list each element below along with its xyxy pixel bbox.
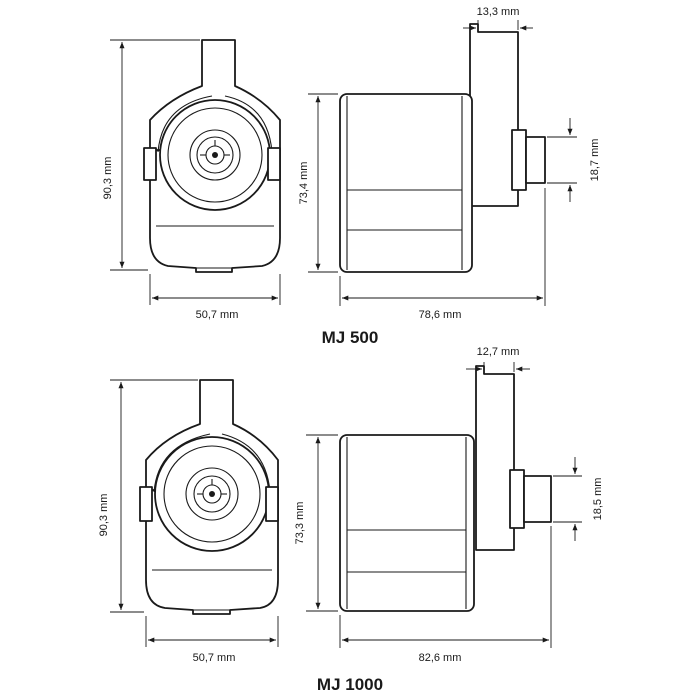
mj500-side-length-label: 78,6 mm <box>419 309 462 321</box>
mj500-front-view <box>143 39 281 273</box>
diagram-mj1000: 90,3 mm 50,7 mm 73,3 mm 82,6 <box>98 346 604 694</box>
mj500-front-height-label: 90,3 mm <box>102 157 114 200</box>
mj500-bracket-width-label: 13,3 mm <box>477 6 520 18</box>
mj1000-bracket-width-label: 12,7 mm <box>477 346 520 358</box>
mj1000-model-title: MJ 1000 <box>317 675 383 694</box>
mj1000-side-view <box>339 365 552 612</box>
mj1000-side-height-label: 73,3 mm <box>294 502 306 545</box>
mj1000-outlet-diameter-label: 18,5 mm <box>592 478 604 521</box>
mj500-side-height-label: 73,4 mm <box>298 162 310 205</box>
mj1000-side-length-label: 82,6 mm <box>419 652 462 664</box>
mj1000-front-width-label: 50,7 mm <box>193 652 236 664</box>
mj500-front-dimensions: 90,3 mm 50,7 mm <box>102 39 281 321</box>
mj500-side-view <box>339 23 546 273</box>
mj1000-front-height-label: 90,3 mm <box>98 494 110 537</box>
mj500-front-width-label: 50,7 mm <box>196 309 239 321</box>
mj500-side-dimensions: 73,4 mm 78,6 mm 13,3 mm 18,7 mm <box>298 6 601 321</box>
mj1000-side-dimensions: 73,3 mm 82,6 mm 12,7 mm 18,5 mm <box>294 346 604 664</box>
mj500-model-title: MJ 500 <box>322 328 379 347</box>
mj1000-front-view <box>139 379 279 615</box>
diagram-mj500: 90,3 mm 50,7 mm 73,4 mm 78,6 <box>102 6 601 347</box>
mj1000-front-dimensions: 90,3 mm 50,7 mm <box>98 379 279 664</box>
mj500-outlet-diameter-label: 18,7 mm <box>589 139 601 182</box>
